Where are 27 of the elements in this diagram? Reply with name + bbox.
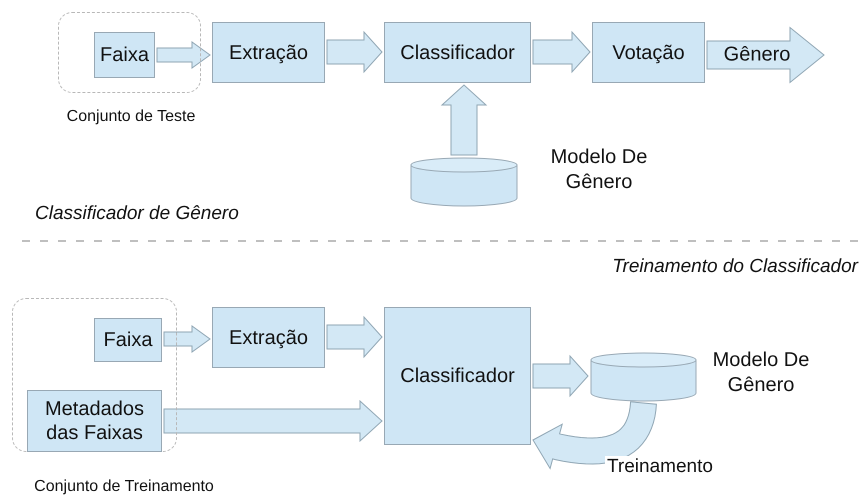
block-arrow [532, 30, 591, 74]
process-box: Metadados das Faixas [27, 390, 162, 452]
process-box: Faixa [94, 32, 155, 78]
node-caption: Modelo De Gênero [550, 145, 648, 195]
process-box: Faixa [94, 318, 162, 362]
section-title: Classificador de Gênero [35, 203, 239, 225]
section-title: Treinamento do Classificador [612, 256, 858, 278]
block-arrow [164, 400, 383, 442]
block-arrow [440, 84, 488, 156]
node-caption: Modelo De Gênero [712, 348, 810, 398]
cylinder-shape [410, 157, 518, 207]
block-arrow [156, 41, 211, 69]
process-box: Classificador [384, 22, 531, 83]
group-label: Conjunto de Treinamento [33, 478, 215, 496]
block-arrow [532, 354, 589, 398]
block-arrow [326, 316, 383, 358]
process-box: Extração [212, 307, 325, 368]
process-box: Classificador [384, 307, 531, 445]
block-arrow [532, 401, 657, 470]
edge-label: Gênero [722, 44, 792, 66]
block-arrow [164, 325, 211, 353]
process-box: Votação [592, 22, 705, 83]
block-arrow [326, 30, 383, 74]
block-arrow [706, 26, 825, 84]
process-box: Extração [212, 22, 325, 83]
group-label: Conjunto de Teste [66, 108, 196, 126]
cylinder-shape [590, 352, 697, 402]
